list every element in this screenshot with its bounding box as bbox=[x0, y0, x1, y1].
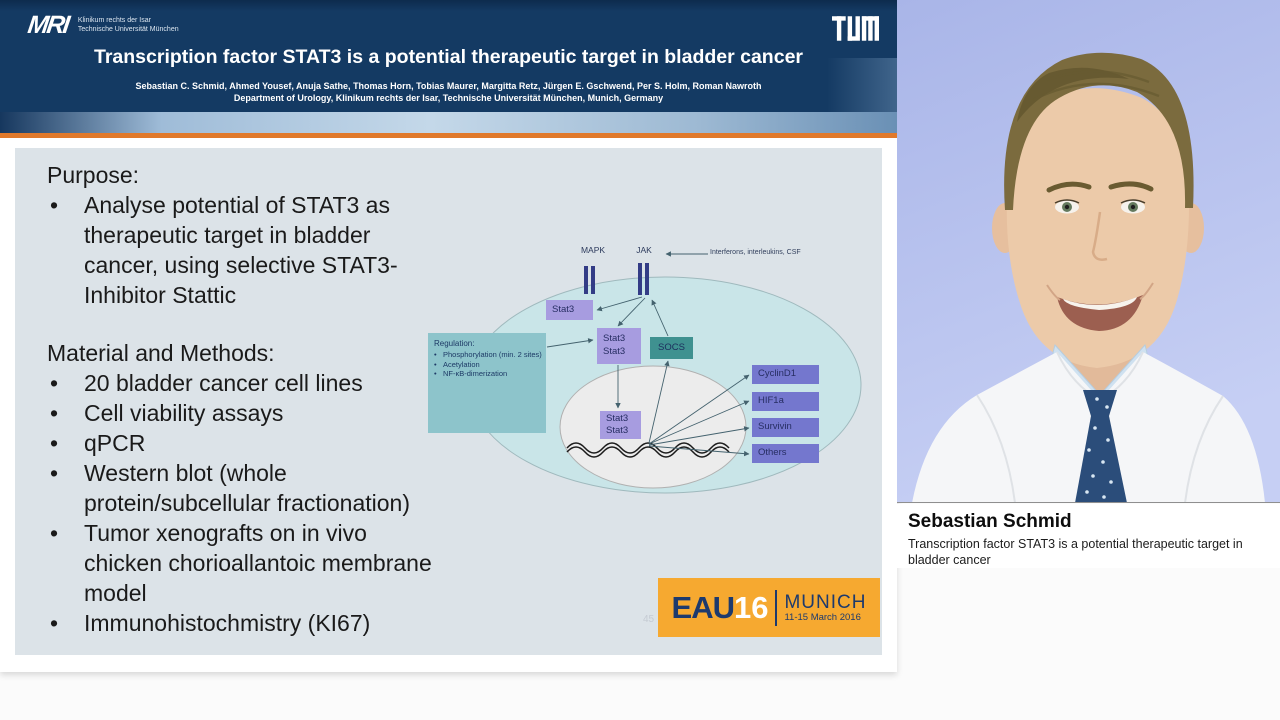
stat3-box: Stat3 bbox=[546, 300, 593, 320]
method-bullet-text: Cell viability assays bbox=[84, 400, 284, 426]
speaker-info-panel: Sebastian Schmid Transcription factor ST… bbox=[897, 504, 1280, 568]
slide-header: MRI Klinikum rechts der Isar Technische … bbox=[0, 0, 897, 112]
target-gene-survivin: Survivin bbox=[752, 418, 819, 437]
slide-number: 45 bbox=[643, 614, 655, 625]
target-gene-cyclind1: CyclinD1 bbox=[752, 365, 819, 384]
target-gene-others: Others bbox=[752, 443, 819, 463]
pathway-diagram-graphics bbox=[468, 251, 862, 494]
method-bullet-text: 20 bladder cancer cell lines bbox=[84, 370, 363, 396]
speaker-name: Sebastian Schmid bbox=[908, 511, 1072, 532]
regulation-item-text: Phosphorylation (min. 2 sites) bbox=[443, 350, 542, 359]
slide-affiliation: Department of Urology, Klinikum rechts d… bbox=[233, 93, 664, 103]
eau-city: MUNICH bbox=[784, 591, 867, 613]
target-gene-hif1a: HIF1a bbox=[752, 391, 819, 411]
purpose-heading: Purpose: bbox=[47, 162, 140, 188]
slide-content: Purpose: Analyse potential of STAT3 as t… bbox=[15, 148, 882, 655]
method-bullet: Immunohistochmistry (KI67) bbox=[47, 608, 447, 638]
eau-separator bbox=[775, 589, 778, 626]
methods-heading: Material and Methods: bbox=[47, 340, 275, 366]
method-bullet-text: Western blot (whole protein/subcellular … bbox=[84, 460, 411, 516]
stat3-dimer-box: Stat3 Stat3 bbox=[597, 328, 641, 364]
mri-logo-text: Klinikum rechts der Isar Technische Univ… bbox=[78, 12, 179, 34]
dimer-line2: Stat3 bbox=[606, 425, 629, 436]
slide-text-column: Purpose: Analyse potential of STAT3 as t… bbox=[47, 160, 447, 638]
method-bullet: 20 bladder cancer cell lines bbox=[47, 368, 447, 398]
slide-title: Transcription factor STAT3 is a potentia… bbox=[93, 46, 804, 68]
dimer-line1: Stat3 bbox=[603, 333, 626, 344]
regulation-item: Acetylation bbox=[434, 360, 542, 370]
header-fade bbox=[827, 58, 897, 112]
ligands-label: Interferons, interleukins, CSF bbox=[710, 249, 801, 256]
method-bullet: qPCR bbox=[47, 428, 447, 458]
orange-divider bbox=[0, 133, 897, 138]
regulation-item: NF-κB-dimerization bbox=[434, 369, 542, 379]
purpose-bullet-text: Analyse potential of STAT3 as therapeuti… bbox=[84, 192, 398, 308]
eau-dates: 11-15 March 2016 bbox=[784, 611, 861, 623]
speaker-portrait-graphic bbox=[897, 0, 1280, 502]
regulation-item-text: NF-κB-dimerization bbox=[443, 369, 508, 378]
mapk-label: MAPK bbox=[580, 245, 606, 255]
method-bullet: Tumor xenografts on in vivo chicken chor… bbox=[47, 518, 447, 608]
speaker-photo bbox=[897, 0, 1280, 503]
mri-logo: MRI Klinikum rechts der Isar Technische … bbox=[26, 11, 179, 39]
socs-box: SOCS bbox=[650, 337, 693, 359]
mri-logo-line1: Klinikum rechts der Isar bbox=[77, 17, 151, 24]
stat3-pathway-diagram: MAPK JAK Interferons, interleukins, CSF … bbox=[425, 230, 887, 502]
method-bullet-text: qPCR bbox=[84, 430, 146, 456]
slide-body: Purpose: Analyse potential of STAT3 as t… bbox=[0, 138, 897, 672]
regulation-item: Phosphorylation (min. 2 sites) bbox=[434, 350, 542, 360]
eau-year: 16 bbox=[733, 589, 769, 625]
dimer-line2: Stat3 bbox=[603, 346, 626, 357]
speaker-talk-title: Transcription factor STAT3 is a potentia… bbox=[908, 537, 1243, 567]
regulation-item-text: Acetylation bbox=[443, 359, 480, 369]
mri-logo-line2: Technische Universität München bbox=[77, 26, 179, 33]
header-gradient-band bbox=[0, 112, 897, 133]
mri-logo-mark: MRI bbox=[26, 11, 70, 39]
method-bullet-text: Tumor xenografts on in vivo chicken chor… bbox=[84, 520, 432, 606]
slide-authors: Sebastian C. Schmid, Ahmed Yousef, Anuja… bbox=[135, 81, 762, 91]
eau-city-block: MUNICH 11-15 March 2016 bbox=[784, 593, 866, 623]
method-bullet-text: Immunohistochmistry (KI67) bbox=[84, 610, 371, 636]
regulation-heading: Regulation: bbox=[434, 339, 475, 348]
dimer-line1: Stat3 bbox=[606, 413, 629, 424]
method-bullet: Cell viability assays bbox=[47, 398, 447, 428]
jak-label: JAK bbox=[636, 245, 652, 255]
slide-video-frame[interactable]: MRI Klinikum rechts der Isar Technische … bbox=[0, 0, 897, 672]
nuclear-stat3-dimer-box: Stat3 Stat3 bbox=[600, 411, 641, 439]
eau16-munich-logo: EAU 16 MUNICH 11-15 March 2016 bbox=[658, 578, 880, 637]
tum-logo bbox=[832, 16, 879, 41]
purpose-bullet: Analyse potential of STAT3 as therapeuti… bbox=[47, 190, 447, 310]
regulation-box: Regulation: Phosphorylation (min. 2 site… bbox=[428, 333, 546, 433]
method-bullet: Western blot (whole protein/subcellular … bbox=[47, 458, 447, 518]
eau-word: EAU bbox=[671, 589, 735, 625]
